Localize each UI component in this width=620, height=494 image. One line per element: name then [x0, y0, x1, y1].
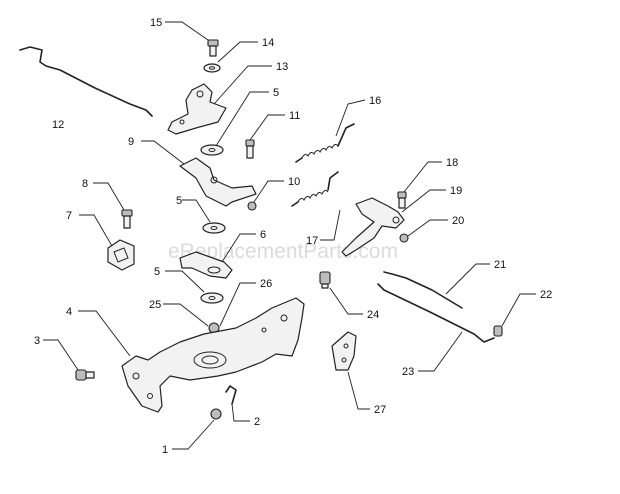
callout-5-lower: 5 — [154, 266, 160, 278]
callout-19: 19 — [450, 185, 462, 197]
part-13-bracket — [167, 83, 227, 135]
part-3-screw — [75, 369, 95, 381]
part-5-washer-middle — [202, 222, 226, 234]
part-1-nut — [210, 408, 222, 420]
part-10-nut — [247, 201, 257, 211]
callout-11: 11 — [289, 110, 300, 122]
callout-27: 27 — [374, 404, 386, 416]
part-17-spring — [291, 171, 339, 207]
callout-21: 21 — [494, 259, 506, 271]
part-27-plate — [331, 331, 357, 371]
callout-10: 10 — [288, 176, 300, 188]
part-24-fitting — [319, 271, 331, 289]
callout-20: 20 — [452, 215, 464, 227]
part-2-spring-clip — [225, 385, 237, 405]
part-18-screw — [397, 191, 407, 209]
part-11-screw — [245, 139, 255, 159]
callout-23: 23 — [402, 366, 414, 378]
callout-5-top: 5 — [273, 87, 279, 99]
callout-18: 18 — [446, 157, 458, 169]
callout-13: 13 — [276, 61, 288, 73]
callout-17: 17 — [306, 235, 318, 247]
part-9-governor-arm — [179, 157, 257, 207]
part-8-screw — [121, 209, 133, 229]
callout-3: 3 — [34, 335, 40, 347]
callout-8: 8 — [82, 178, 88, 190]
part-4-control-bracket — [121, 297, 305, 413]
leader-lines — [43, 21, 536, 450]
callout-4: 4 — [66, 306, 72, 318]
callout-22: 22 — [540, 289, 552, 301]
callout-26: 26 — [260, 278, 272, 290]
callout-24: 24 — [367, 309, 379, 321]
callout-12: 12 — [52, 119, 64, 131]
callout-25: 25 — [149, 299, 161, 311]
callout-7: 7 — [66, 210, 72, 222]
callout-5-middle: 5 — [176, 195, 182, 207]
part-5-washer-top — [200, 144, 224, 156]
part-21-link-wire — [383, 271, 463, 309]
part-19-throttle-lever — [341, 197, 405, 257]
part-7-clip — [107, 239, 135, 271]
part-12-governor-link — [19, 46, 153, 117]
part-22-fitting — [493, 325, 503, 337]
part-16-spring — [295, 123, 355, 163]
callout-9: 9 — [128, 136, 134, 148]
callout-14: 14 — [262, 37, 274, 49]
callout-2: 2 — [254, 416, 260, 428]
part-6-lever — [179, 251, 233, 279]
part-5-washer-lower — [200, 292, 224, 304]
part-15-screw — [207, 39, 219, 57]
callout-16: 16 — [369, 95, 381, 107]
callout-1: 1 — [162, 444, 168, 456]
callout-15: 15 — [150, 17, 162, 29]
part-14-washer — [203, 63, 221, 73]
callout-labels: 15 14 13 5 16 11 12 9 10 8 18 19 5 7 20 … — [34, 17, 552, 456]
part-20-nut — [399, 233, 409, 243]
callout-6: 6 — [260, 229, 266, 241]
part-23-control-rod — [377, 283, 495, 343]
